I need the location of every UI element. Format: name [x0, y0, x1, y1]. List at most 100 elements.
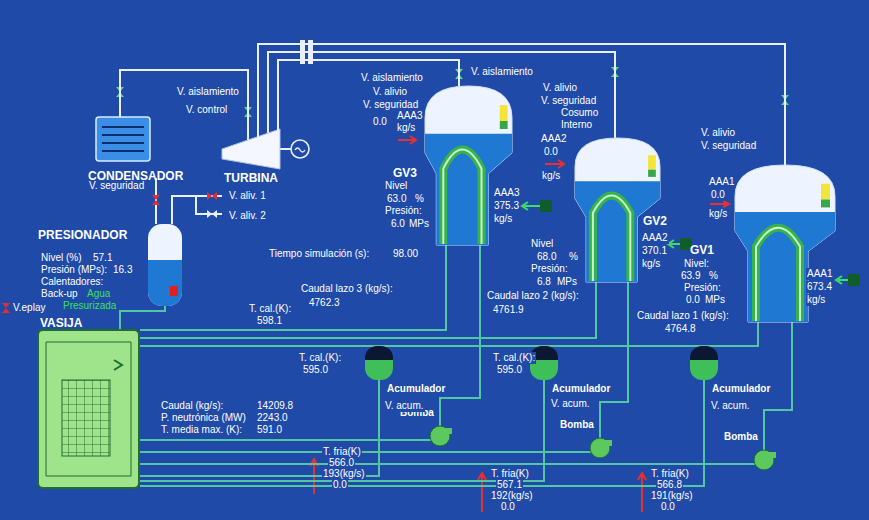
accumulator: Acumulador	[530, 346, 614, 396]
node-label: PRESIONADOR	[38, 228, 127, 242]
accumulator: Acumulador	[690, 346, 774, 396]
coolant-line	[140, 282, 596, 338]
value-label: V. acum.	[384, 400, 425, 412]
value-label: 14209.8	[256, 400, 294, 412]
value-label: Caudal lazo 1 (kg/s):	[636, 310, 730, 322]
value-label: 370.1	[641, 245, 668, 257]
node-label: Bomba	[724, 430, 758, 444]
node-label: TURBINA	[224, 171, 278, 185]
value-label: 0.0	[710, 189, 726, 201]
generator-symbol	[291, 140, 309, 158]
value-label: 0.0	[332, 479, 348, 491]
value-label: kg/s	[541, 170, 561, 182]
value-label: MPs	[408, 218, 430, 230]
flow-arrow	[710, 201, 729, 207]
flow-arrow	[545, 160, 564, 168]
value-label: 0.0	[543, 146, 559, 158]
coolant-line	[440, 245, 480, 406]
coolant-line	[764, 322, 792, 430]
coolant-line	[140, 245, 446, 330]
valve-symbol	[207, 210, 217, 218]
feed-arrow	[522, 202, 540, 210]
value-label: Presurizada	[62, 300, 117, 312]
coolant-pump: Bomba	[724, 430, 776, 472]
node-label: GV2	[643, 214, 667, 228]
value-label: %	[568, 251, 579, 263]
turbine: TURBINA	[218, 125, 292, 185]
value-label: T. cal.(K):	[492, 352, 536, 364]
value-label: 591.0	[256, 424, 283, 436]
value-label: 16.3	[112, 264, 133, 276]
value-label: Calentadores:	[40, 276, 104, 288]
value-label: kg/s	[396, 122, 416, 134]
value-label: Nivel	[530, 238, 554, 250]
value-label: V.eplay	[12, 302, 46, 314]
steam-line	[258, 44, 785, 165]
value-label: V. alivio	[372, 86, 408, 98]
value-label: T. media max. (K):	[160, 424, 243, 436]
coolant-line	[140, 396, 544, 481]
value-label: Presión (MPs):	[40, 264, 108, 276]
value-label: V. acum.	[550, 398, 591, 410]
value-label: MPs	[556, 276, 578, 288]
value-label: kg/s	[806, 294, 826, 306]
value-label: Caudal lazo 3 (kg/s):	[300, 283, 394, 295]
flow-arrow	[638, 473, 646, 512]
value-label: Agua	[86, 288, 111, 300]
value-label: 0.0	[500, 501, 516, 513]
value-label: 63.9	[680, 270, 701, 282]
coolant-line	[120, 306, 165, 316]
valve-symbol	[207, 192, 217, 200]
value-label: T. cal.(K):	[298, 352, 342, 364]
value-label: 57.1	[92, 252, 113, 264]
value-label: 68.0	[536, 251, 557, 263]
reactor-vessel: VASIJA	[20, 316, 140, 492]
value-label: V. aliv. 2	[228, 210, 267, 222]
coolant-line	[140, 396, 704, 486]
value-label: Back-up	[40, 288, 79, 300]
value-label: Caudal lazo 2 (kg/s):	[486, 290, 580, 302]
generator-symbol	[295, 148, 305, 152]
node-label: GV3	[393, 166, 417, 180]
value-label: %	[414, 193, 425, 205]
coolant-line	[600, 282, 628, 418]
shaft	[280, 148, 291, 150]
value-label: 4762.3	[308, 297, 341, 309]
value-label: Nivel	[384, 180, 408, 192]
node-label: Bomba	[560, 418, 594, 432]
value-label: V. aislamiento	[360, 72, 424, 84]
value-label: V. aliv. 1	[228, 190, 267, 202]
value-label: AAA2	[641, 232, 669, 244]
valve-symbol	[152, 195, 160, 205]
value-label: AAA3	[493, 187, 521, 199]
value-label: AAA3	[396, 110, 424, 122]
value-label: 4761.9	[492, 304, 525, 316]
value-label: 6.0	[390, 218, 406, 230]
condenser: CONDENSADOR	[88, 115, 192, 187]
node-label: Acumulador	[387, 382, 445, 396]
value-label: V. aislamiento	[470, 66, 534, 78]
coolant-pump: Bomba	[400, 406, 452, 448]
flow-arrow	[398, 136, 416, 144]
value-label: 4764.8	[664, 323, 697, 335]
value-label: kg/s	[493, 213, 513, 225]
node-label: Acumulador	[712, 382, 770, 396]
value-label: V. aislamiento	[176, 86, 240, 98]
value-label: 595.0	[496, 364, 523, 376]
value-label: 98.00	[392, 248, 419, 260]
value-label: 595.0	[302, 364, 329, 376]
value-label: 598.1	[256, 315, 283, 327]
value-label: V. control	[185, 104, 228, 116]
node-label: VASIJA	[40, 316, 82, 330]
value-label: Nivel (%)	[40, 252, 83, 264]
value-label: AAA2	[540, 133, 568, 145]
valve-symbol	[2, 303, 10, 313]
value-label: V. seguridad	[700, 140, 757, 152]
value-label: T. cal.(K):	[248, 303, 292, 315]
value-label: V. acum.	[710, 400, 751, 412]
value-label: Cosumo Interno	[560, 107, 602, 131]
value-label: Presión:	[384, 205, 423, 217]
coolant-line	[140, 439, 400, 441]
value-label: V. seguridad	[540, 95, 597, 107]
